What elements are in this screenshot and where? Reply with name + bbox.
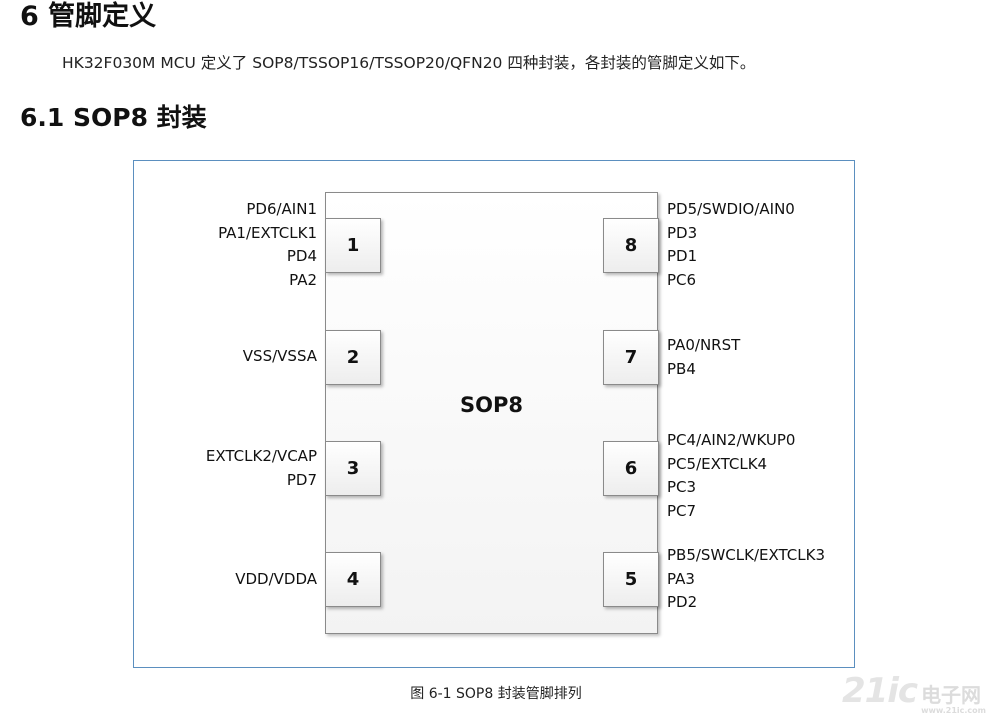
pin-1-labels: PD6/AIN1 PA1/EXTCLK1 PD4 PA2 xyxy=(218,198,317,292)
pin-3: 3 xyxy=(325,441,381,496)
pin-label: EXTCLK2/VCAP xyxy=(205,447,317,465)
pin-label: PD1 xyxy=(667,247,698,265)
pin-label: PC3 xyxy=(667,478,697,496)
pin-7: 7 xyxy=(603,330,659,385)
pin-label: PC5/EXTCLK4 xyxy=(667,454,768,473)
pin-label: PD7 xyxy=(286,470,317,489)
pin-5-labels: PB5/SWCLK/EXTCLK3 PA3 PD2 xyxy=(667,544,825,615)
pin-4: 4 xyxy=(325,552,381,607)
figure-caption: 图 6-1 SOP8 封装管脚排列 xyxy=(410,686,582,702)
pin-6-labels: PC4/AIN2/WKUP0 PC5/EXTCLK4 PC3 PC7 xyxy=(667,429,795,523)
subsection-heading: 6.1 SOP8 封装 xyxy=(20,103,207,132)
pin-4-labels: VDD/VDDA xyxy=(235,568,317,592)
pin-label: PC4/AIN2/WKUP0 xyxy=(667,431,796,449)
pin-label: PA3 xyxy=(667,569,695,588)
pin-label: VDD/VDDA xyxy=(235,570,317,588)
pin-label: PC7 xyxy=(667,501,697,520)
watermark-domain: www.21ic.com xyxy=(921,706,986,715)
pin-2: 2 xyxy=(325,330,381,385)
pin-label: PB5/SWCLK/EXTCLK3 xyxy=(667,546,825,564)
pin-1: 1 xyxy=(325,218,381,273)
pin-5: 5 xyxy=(603,552,659,607)
pin-label: PA0/NRST xyxy=(667,336,741,354)
pin-6: 6 xyxy=(603,441,659,496)
section-heading: 6 管脚定义 xyxy=(20,1,157,32)
pin-label: PC6 xyxy=(667,270,697,289)
pin-label: VSS/VSSA xyxy=(242,347,317,365)
pin-label: PD5/SWDIO/AIN0 xyxy=(667,200,795,218)
pin-label: PB4 xyxy=(667,359,696,378)
pin-label: PD6/AIN1 xyxy=(246,200,317,218)
pin-3-labels: EXTCLK2/VCAP PD7 xyxy=(206,445,317,492)
pin-label: PA2 xyxy=(289,270,317,289)
chip-label: SOP8 xyxy=(460,393,523,417)
pin-label: PD2 xyxy=(667,593,698,611)
intro-paragraph: HK32F030M MCU 定义了 SOP8/TSSOP16/TSSOP20/Q… xyxy=(62,54,756,72)
pin-8: 8 xyxy=(603,218,659,273)
pin-label: PA1/EXTCLK1 xyxy=(218,223,317,242)
pin-label: PD3 xyxy=(667,223,698,242)
pin-label: PD4 xyxy=(286,247,317,265)
pin-8-labels: PD5/SWDIO/AIN0 PD3 PD1 PC6 xyxy=(667,198,795,292)
pin-7-labels: PA0/NRST PB4 xyxy=(667,334,740,381)
pin-2-labels: VSS/VSSA xyxy=(243,345,317,369)
